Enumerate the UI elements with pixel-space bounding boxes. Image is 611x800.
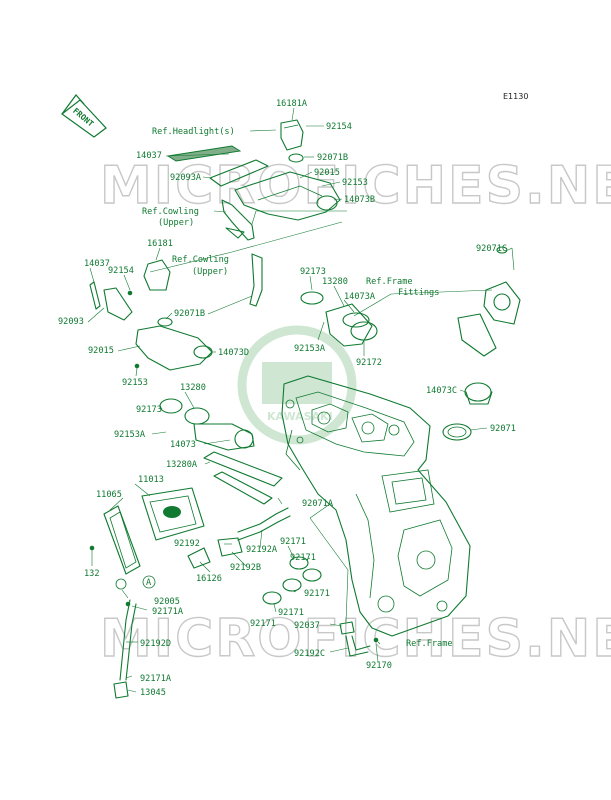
label-14073B: 14073B — [344, 195, 375, 205]
svg-text:A: A — [146, 578, 152, 588]
label-92005: 92005 — [154, 597, 180, 607]
label-92071B-mid: 92071B — [174, 309, 205, 319]
label-11013: 11013 — [138, 475, 164, 485]
label-92015-top: 92015 — [314, 168, 340, 178]
label-14073D: 14073D — [218, 348, 249, 358]
label-92071A: 92071A — [302, 499, 334, 509]
label-92153A-mid: 92153A — [114, 430, 146, 440]
label-132: 132 — [84, 569, 100, 579]
label-ref-cowling-1a: Ref.Cowling — [142, 207, 199, 217]
label-92037: 92037 — [294, 621, 320, 631]
upper-duct-assembly — [166, 119, 341, 241]
label-92172: 92172 — [356, 358, 382, 368]
label-13045: 13045 — [140, 688, 166, 698]
label-92093: 92093 — [58, 317, 84, 327]
watermark-bottom: MICROFICHES.NET — [100, 609, 611, 669]
label-11065: 11065 — [96, 490, 122, 500]
label-ref-cowling-2a: Ref.Cowling — [172, 255, 229, 265]
label-14073A: 14073A — [344, 292, 376, 302]
diagram-code: E1130 — [503, 92, 528, 101]
label-13280-mid: 13280 — [180, 383, 206, 393]
right-intake-assembly — [300, 246, 521, 441]
label-92173-top: 92173 — [300, 267, 326, 277]
label-ref-frame-b: Fittings — [398, 288, 439, 298]
label-16126: 16126 — [196, 574, 222, 584]
label-14037-mid: 14037 — [84, 259, 110, 269]
label-92015-mid: 92015 — [88, 346, 114, 356]
label-13280-top: 13280 — [322, 277, 348, 287]
label-92192B: 92192B — [230, 563, 261, 573]
label-92153-top: 92153 — [342, 178, 368, 188]
label-92154-top: 92154 — [326, 122, 352, 132]
label-92192A: 92192A — [246, 545, 278, 555]
left-duct-assembly — [89, 253, 263, 371]
watermark-top: MICROFICHES.NET — [100, 156, 611, 216]
label-ref-cowling-2b: (Upper) — [192, 267, 228, 277]
part-labels: 16181A Ref.Headlight(s) 92154 14037 9207… — [58, 99, 516, 698]
label-92071B-top: 92071B — [317, 153, 348, 163]
reference-marker-a: A — [142, 575, 156, 589]
label-92171-e: 92171 — [250, 619, 276, 629]
label-92071C: 92071C — [476, 244, 507, 254]
label-92171-d: 92171 — [278, 608, 304, 618]
label-92192D: 92192D — [140, 639, 171, 649]
label-92171A-top: 92171A — [152, 607, 184, 617]
label-92170: 92170 — [366, 661, 392, 671]
label-92153A-top: 92153A — [294, 344, 326, 354]
label-92192: 92192 — [174, 539, 200, 549]
label-16181A: 16181A — [276, 99, 308, 109]
label-ref-headlight: Ref.Headlight(s) — [152, 127, 235, 137]
label-13280A: 13280A — [166, 460, 198, 470]
label-92153-mid: 92153 — [122, 378, 148, 388]
leader-lines — [87, 107, 515, 693]
label-92171A-bottom: 92171A — [140, 674, 172, 684]
lower-left-parts — [89, 398, 379, 699]
label-92154-mid: 92154 — [108, 266, 134, 276]
label-92071: 92071 — [490, 424, 516, 434]
label-ref-frame: Ref.Frame — [406, 639, 453, 649]
label-92192C: 92192C — [294, 649, 325, 659]
air-box-housing — [281, 375, 471, 637]
label-14073C: 14073C — [426, 386, 457, 396]
label-ref-frame-a: Ref.Frame — [366, 277, 413, 287]
label-92171-b: 92171 — [290, 553, 316, 563]
label-92171-c: 92171 — [304, 589, 330, 599]
label-92093A: 92093A — [170, 173, 202, 183]
label-92173-mid: 92173 — [136, 405, 162, 415]
label-92171-a: 92171 — [280, 537, 306, 547]
front-arrow-icon: FRONT — [60, 94, 107, 138]
label-14037-top: 14037 — [136, 151, 162, 161]
label-16181: 16181 — [147, 239, 173, 249]
label-ref-cowling-1b: (Upper) — [158, 218, 194, 228]
label-14073: 14073 — [170, 440, 196, 450]
